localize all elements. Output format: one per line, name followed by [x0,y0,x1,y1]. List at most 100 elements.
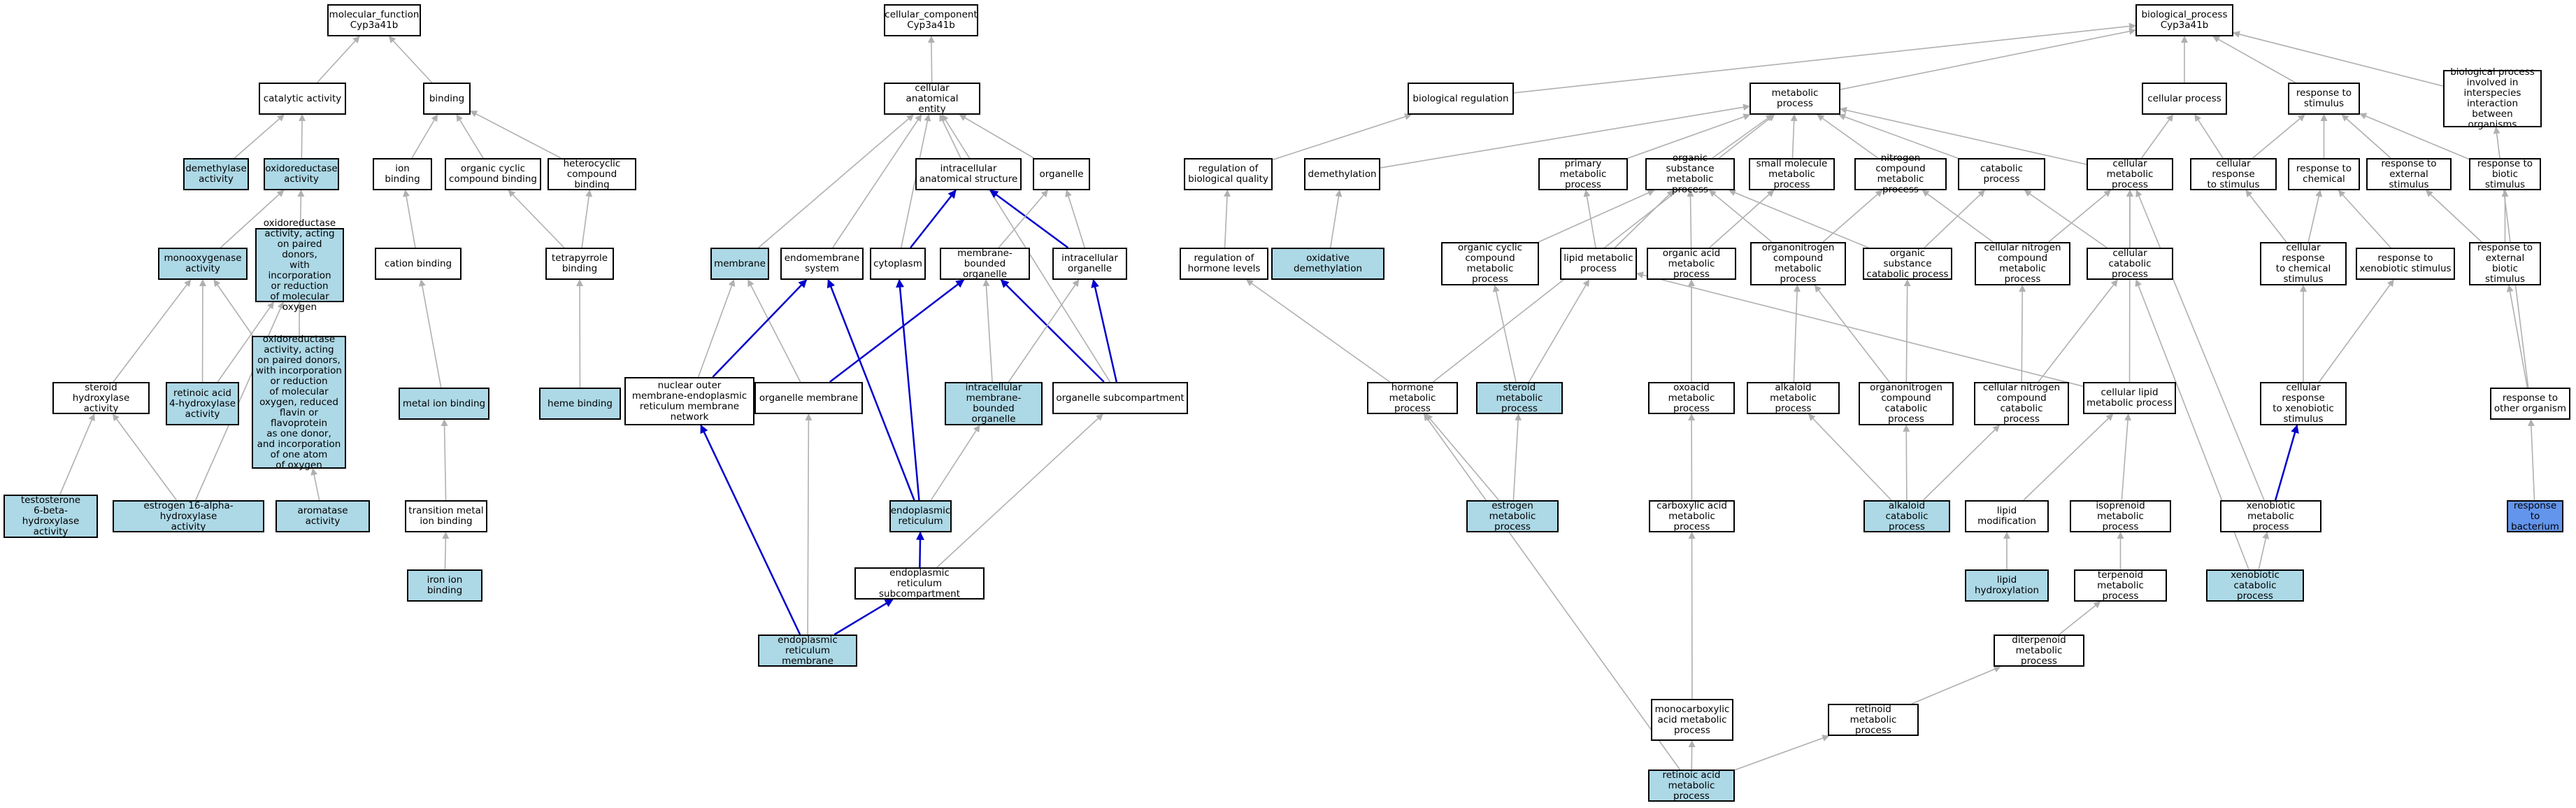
node-organelle-subcompartment[interactable]: organelle subcompartment [1052,382,1188,414]
node-tetrapyrrole-binding[interactable]: tetrapyrrole binding [545,248,614,280]
node-monocarboxylic-acid-metabolic-process[interactable]: monocarboxylic acid metabolic process [1651,699,1733,741]
node-catabolic-process[interactable]: catabolic process [1958,158,2045,190]
node-response-to-xenobiotic-stimulus[interactable]: response to xenobiotic stimulus [2356,248,2455,280]
node-metabolic-process[interactable]: metabolic process [1749,83,1840,115]
node-retinoic-acid-metabolic-process[interactable]: retinoic acid metabolic process [1648,770,1735,802]
node-estrogen-metabolic-process[interactable]: estrogen metabolic process [1466,500,1559,532]
node-response-to-biotic-stimulus[interactable]: response to biotic stimulus [2469,158,2541,190]
node-response-to-stimulus[interactable]: response to stimulus [2288,83,2360,115]
node-metal-ion-binding[interactable]: metal ion binding [399,388,489,420]
edge-steroid_metabolic-to-organic_cyclic_metabolic [1492,285,1517,383]
edge-organonitrogen_metabolic-to-organic_substance_metabolic [1708,190,1773,243]
node-diterpenoid-metabolic-process[interactable]: diterpenoid metabolic process [1994,635,2084,667]
edge-intracell_anat-to-cell_anat [939,114,961,159]
node-retinoid-metabolic-process[interactable]: retinoid metabolic process [1828,704,1919,736]
node-er-subcompartment[interactable]: endoplasmic reticulum subcompartment [854,567,985,600]
node-demethylation[interactable]: demethylation [1304,158,1380,190]
node-endomembrane-system[interactable]: endomembrane system [780,248,864,280]
node-aromatase-activity[interactable]: aromatase activity [276,500,370,532]
node-carboxylic-acid-metabolic-process[interactable]: carboxylic acid metabolic process [1649,500,1735,532]
node-iron-ion-binding[interactable]: iron ion binding [407,569,482,602]
node-catalytic-activity[interactable]: catalytic activity [259,83,346,115]
node-cellular-response-to-xenobiotic[interactable]: cellular response to xenobiotic stimulus [2260,382,2347,425]
node-cytoplasm[interactable]: cytoplasm [870,248,926,280]
node-oxoacid-metabolic-process[interactable]: oxoacid metabolic process [1648,382,1735,414]
node-organonitrogen-compound-metabolic[interactable]: organonitrogen compound metabolic proces… [1750,242,1846,285]
edge-metal_ion_binding-to-cation_binding [418,279,442,388]
node-membrane-bounded-organelle[interactable]: membrane-bounded organelle [940,248,1030,280]
node-cation-binding[interactable]: cation binding [375,248,461,280]
node-cellular-anatomical-entity[interactable]: cellular anatomical entity [884,83,980,115]
node-organic-substance-catabolic-process[interactable]: organic substance catabolic process [1863,248,1952,280]
node-primary-metabolic-process[interactable]: primary metabolic process [1538,158,1628,190]
node-intracellular-membrane-bounded-organelle[interactable]: intracellular membrane-bounded organelle [945,382,1043,425]
node-response-to-external-biotic-stimulus[interactable]: response to external biotic stimulus [2469,242,2541,285]
edge-retinoid_metabolic-to-diterpenoid_metabolic [1911,665,2001,704]
node-lipid-modification[interactable]: lipid modification [1965,500,2049,532]
node-response-to-chemical[interactable]: response to chemical [2288,158,2360,190]
node-response-to-bacterium[interactable]: response to bacterium [2507,500,2563,532]
node-heterocyclic-compound-binding[interactable]: heterocyclic compound binding [548,158,636,190]
node-alkaloid-catabolic-process[interactable]: alkaloid catabolic process [1863,500,1950,532]
edge-diterpenoid_metabolic-to-terpenoid_metabolic [2059,601,2101,635]
node-nitrogen-compound-metabolic-process[interactable]: nitrogen compound metabolic process [1854,153,1947,195]
node-binding[interactable]: binding [423,83,471,115]
node-organic-cyclic-compound-binding[interactable]: organic cyclic compound binding [445,158,541,190]
node-organic-acid-metabolic-process[interactable]: organic acid metabolic process [1647,248,1736,280]
node-er-membrane[interactable]: endoplasmic reticulum membrane [758,635,857,667]
node-organic-substance-metabolic-process[interactable]: organic substance metabolic process [1645,153,1735,195]
node-organelle[interactable]: organelle [1033,158,1090,190]
node-demethylase-activity[interactable]: demethylase activity [183,158,249,190]
node-small-molecule-metabolic-process[interactable]: small molecule metabolic process [1749,158,1835,190]
node-retinoic-acid-4-hydroxylase[interactable]: retinoic acid 4-hydroxylase activity [166,382,239,425]
node-isoprenoid-metabolic-process[interactable]: isoprenoid metabolic process [2070,500,2171,532]
node-intracellular-organelle[interactable]: intracellular organelle [1052,248,1127,280]
node-intracellular-anatomical-structure[interactable]: intracellular anatomical structure [915,158,1022,190]
node-ion-binding[interactable]: ion binding [373,158,432,190]
node-cellular-component-root[interactable]: cellular_component Cyp3a41b [884,4,978,36]
node-steroid-hydroxylase-activity[interactable]: steroid hydroxylase activity [52,382,150,414]
node-regulation-of-hormone-levels[interactable]: regulation of hormone levels [1180,248,1268,280]
node-cellular-catabolic-process[interactable]: cellular catabolic process [2087,248,2173,280]
node-lipid-metabolic-process[interactable]: lipid metabolic process [1560,248,1637,280]
node-response-to-external-stimulus[interactable]: response to external stimulus [2366,158,2452,190]
node-cellular-metabolic-process[interactable]: cellular metabolic process [2087,158,2173,190]
node-cellular-process[interactable]: cellular process [2142,83,2227,115]
node-xenobiotic-metabolic-process[interactable]: xenobiotic metabolic process [2220,500,2321,532]
node-membrane[interactable]: membrane [710,248,769,280]
node-biological-process-root[interactable]: biological_process Cyp3a41b [2135,4,2233,36]
node-xenobiotic-catabolic-process[interactable]: xenobiotic catabolic process [2206,569,2304,602]
node-hormone-metabolic-process[interactable]: hormone metabolic process [1367,382,1458,414]
node-estrogen-16-alpha-hydroxylase[interactable]: estrogen 16-alpha-hydroxylase activity [113,500,264,532]
node-cellular-nitrogen-compound-catabolic[interactable]: cellular nitrogen compound catabolic pro… [1974,382,2069,425]
node-transition-metal-ion-binding[interactable]: transition metal ion binding [405,500,487,532]
node-interspecies-interaction[interactable]: biological process involved in interspec… [2443,67,2542,130]
node-endoplasmic-reticulum[interactable]: endoplasmic reticulum [889,500,952,532]
edge-binding-to-mf_root [388,36,433,83]
edge-metabolic_process-to-bp_root [1840,27,2136,90]
node-testosterone-6-beta-hydroxylase[interactable]: testosterone 6-beta-hydroxylase activity [3,495,98,538]
node-oxidoreductase-activity[interactable]: oxidoreductase activity [264,158,339,190]
node-response-to-other-organism[interactable]: response to other organism [2490,388,2570,420]
node-oxidative-demethylation[interactable]: oxidative demethylation [1271,248,1384,280]
node-cellular-response-to-stimulus[interactable]: cellular response to stimulus [2190,158,2277,190]
node-oxidoreductase-paired-donors[interactable]: oxidoreductase activity, acting on paire… [255,218,344,312]
node-regulation-of-biological-quality[interactable]: regulation of biological quality [1184,158,1273,190]
node-alkaloid-metabolic-process[interactable]: alkaloid metabolic process [1747,382,1840,414]
node-cellular-lipid-metabolic-process[interactable]: cellular lipid metabolic process [2083,382,2176,414]
node-monooxygenase-activity[interactable]: monooxygenase activity [158,248,248,280]
node-steroid-metabolic-process[interactable]: steroid metabolic process [1476,382,1563,414]
node-organonitrogen-compound-catabolic[interactable]: organonitrogen compound catabolic proces… [1859,382,1954,425]
node-oxidoreductase-reduced-flavin[interactable]: oxidoreductase activity, acting on paire… [252,334,346,470]
node-heme-binding[interactable]: heme binding [539,388,621,420]
edge-catabolic_process-to-metabolic_process [1838,113,1959,159]
node-organelle-membrane[interactable]: organelle membrane [754,382,863,414]
node-organic-cyclic-compound-metabolic[interactable]: organic cyclic compound metabolic proces… [1441,242,1539,285]
node-biological-regulation[interactable]: biological regulation [1408,83,1514,115]
node-lipid-hydroxylation[interactable]: lipid hydroxylation [1965,569,2049,602]
node-cellular-response-to-chemical[interactable]: cellular response to chemical stimulus [2260,242,2347,285]
node-molecular-function-root[interactable]: molecular_function Cyp3a41b [327,4,421,36]
node-nuclear-outer-membrane-er-network[interactable]: nuclear outer membrane-endoplasmic retic… [624,377,754,425]
node-terpenoid-metabolic-process[interactable]: terpenoid metabolic process [2074,569,2167,602]
node-cellular-nitrogen-compound-metabolic[interactable]: cellular nitrogen compound metabolic pro… [1975,242,2070,285]
